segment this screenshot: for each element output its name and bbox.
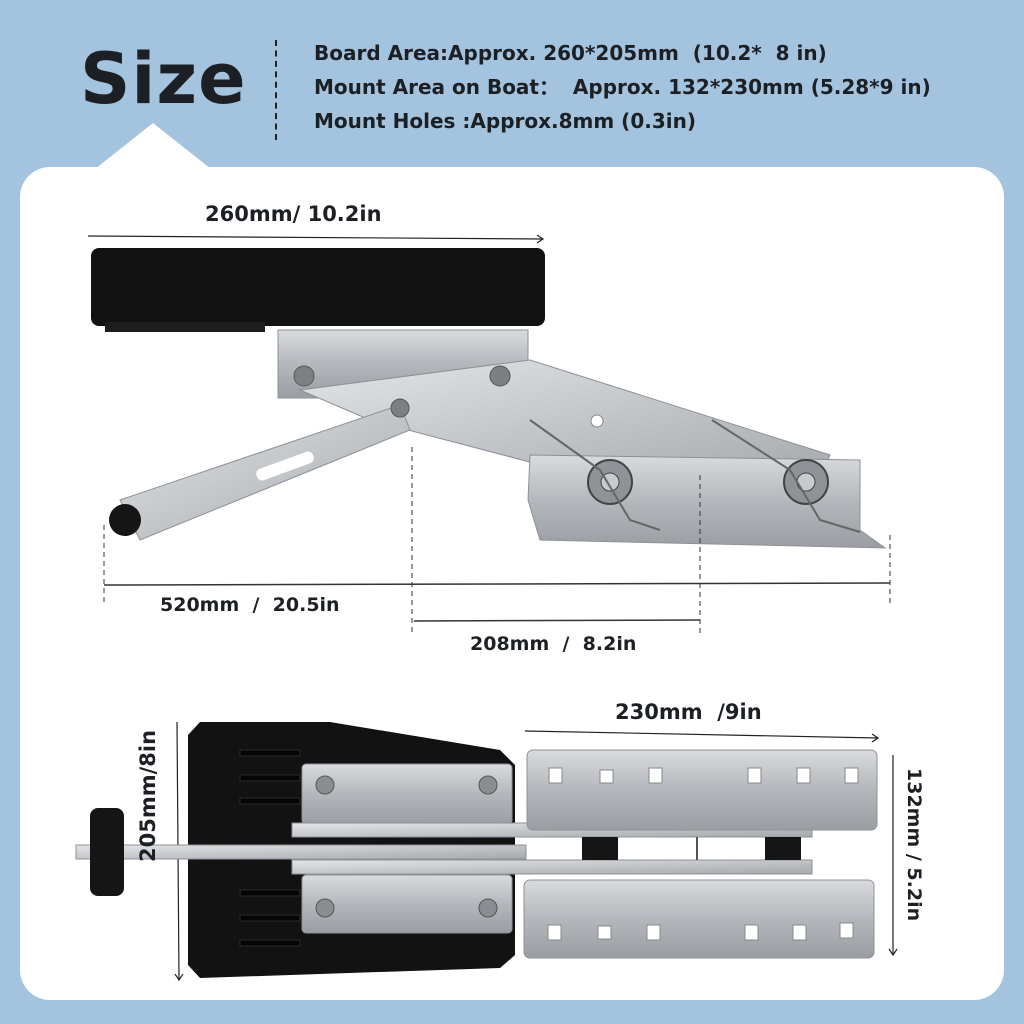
dim-mount-depth: 132mm / 5.2in [903, 768, 925, 922]
page-title: Size [80, 38, 247, 120]
header-divider [275, 40, 277, 140]
side-view [87, 234, 891, 635]
dim-mount-length: 208mm / 8.2in [470, 633, 637, 655]
panel-pointer [95, 123, 211, 169]
spec-board-area: Board Area:Approx. 260*205mm (10.2* 8 in… [314, 41, 827, 65]
spec-list: Board Area:Approx. 260*205mm (10.2* 8 in… [314, 36, 931, 138]
dim-mount-width: 230mm /9in [615, 700, 762, 724]
top-view [75, 721, 898, 982]
dim-board-depth: 205mm/8in [136, 729, 160, 862]
dim-board-width: 260mm/ 10.2in [205, 202, 382, 226]
spec-mount-area: Mount Area on Boat： Approx. 132*230mm (5… [314, 75, 931, 99]
spec-mount-holes: Mount Holes :Approx.8mm (0.3in) [314, 109, 696, 133]
dim-total-length: 520mm / 20.5in [160, 594, 340, 616]
